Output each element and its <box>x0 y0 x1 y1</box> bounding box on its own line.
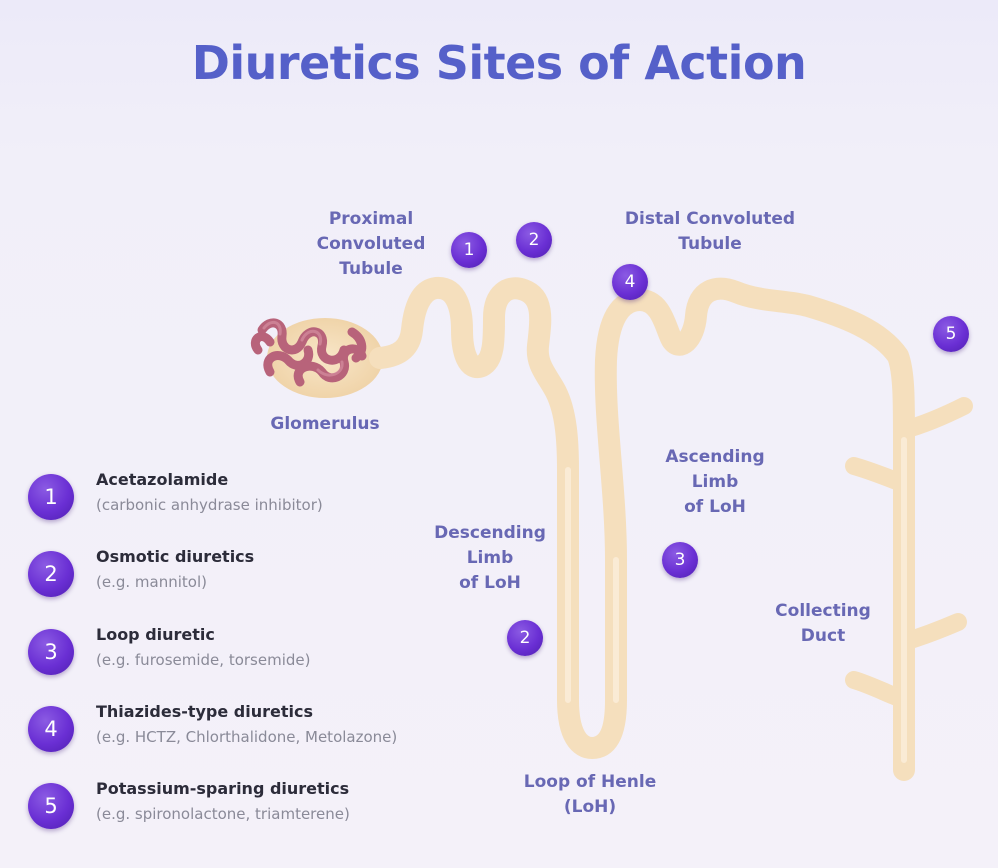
legend-badge: 3 <box>28 629 74 675</box>
label-glomerulus: Glomerulus <box>270 414 380 434</box>
legend-drug-name: Acetazolamide <box>96 470 229 489</box>
site-marker-2-descending: 2 <box>507 620 543 656</box>
label-proximal-convoluted-tubule: Proximal Convoluted Tubule <box>316 209 426 279</box>
site-marker-1: 1 <box>451 232 487 268</box>
site-marker-5: 5 <box>933 316 969 352</box>
nephron-tubule <box>369 277 915 781</box>
legend-drug-desc: (e.g. HCTZ, Chlorthalidone, Metolazone) <box>96 728 398 746</box>
legend-badge: 5 <box>28 783 74 829</box>
label-collecting-duct: Collecting Duct <box>775 601 871 646</box>
legend-drug-desc: (carbonic anhydrase inhibitor) <box>96 496 323 514</box>
page-title: Diuretics Sites of Action <box>191 36 807 90</box>
site-marker-3: 3 <box>662 542 698 578</box>
legend-drug-desc: (e.g. mannitol) <box>96 573 207 591</box>
legend-item: 3 Loop diuretic (e.g. furosemide, torsem… <box>28 623 508 683</box>
legend-drug-desc: (e.g. furosemide, torsemide) <box>96 651 311 669</box>
tubule-shading <box>565 437 907 763</box>
legend-drug-name: Potassium-sparing diuretics <box>96 779 350 798</box>
label-distal-convoluted-tubule: Distal Convoluted Tubule <box>624 209 796 254</box>
collecting-duct-branches <box>845 397 973 709</box>
legend-drug-name: Thiazides-type diuretics <box>96 702 314 721</box>
label-descending-limb: Descending Limb of LoH <box>434 523 546 593</box>
label-ascending-limb: Ascending Limb of LoH <box>665 447 765 517</box>
glomerulus-tuft-highlight <box>262 320 344 377</box>
legend-item: 4 Thiazides-type diuretics (e.g. HCTZ, C… <box>28 700 508 760</box>
legend-item: 2 Osmotic diuretics (e.g. mannitol) <box>28 545 508 605</box>
legend-item: 1 Acetazolamide (carbonic anhydrase inhi… <box>28 468 508 528</box>
legend-badge: 4 <box>28 706 74 752</box>
legend-drug-desc: (e.g. spironolactone, triamterene) <box>96 805 350 823</box>
legend-drug-name: Osmotic diuretics <box>96 547 255 566</box>
legend-drug-name: Loop diuretic <box>96 625 215 644</box>
legend-badge: 2 <box>28 551 74 597</box>
site-marker-4: 4 <box>612 264 648 300</box>
legend-badge: 1 <box>28 474 74 520</box>
site-marker-2-pct: 2 <box>516 222 552 258</box>
legend-item: 5 Potassium-sparing diuretics (e.g. spir… <box>28 777 508 837</box>
label-loop-of-henle: Loop of Henle (LoH) <box>523 772 657 817</box>
